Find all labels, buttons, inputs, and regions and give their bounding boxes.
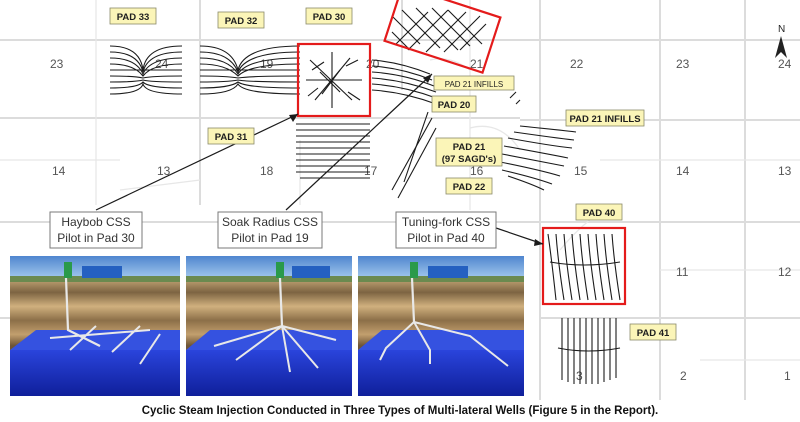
section-number: 23 — [676, 57, 690, 71]
well-pattern-pad-21-infills-right — [499, 125, 577, 191]
callout-line: Soak Radius CSS — [222, 215, 318, 229]
panel-soak-radius — [186, 256, 352, 396]
callout-line: Pilot in Pad 40 — [407, 231, 485, 245]
section-number: 24 — [155, 57, 169, 71]
section-number: 18 — [260, 164, 274, 178]
section-number: 13 — [778, 164, 792, 178]
figure-caption: Cyclic Steam Injection Conducted in Thre… — [142, 405, 659, 417]
section-number: 22 — [570, 57, 584, 71]
well-pattern-pad-32 — [199, 45, 301, 95]
section-number: 14 — [52, 164, 66, 178]
section-number: 23 — [50, 57, 64, 71]
well-pattern-pad-40 — [547, 233, 621, 301]
well-pattern-long-diagonals — [391, 111, 437, 199]
callout-line: Tuning-fork CSS — [402, 215, 490, 229]
well-pattern-pad-21-infills-top — [371, 59, 437, 105]
callout-line: Pilot in Pad 30 — [57, 231, 135, 245]
pad-label: PAD 22 — [453, 182, 486, 193]
section-number: 15 — [574, 164, 588, 178]
pad-label: PAD 41 — [637, 328, 670, 339]
section-number: 17 — [364, 164, 378, 178]
section-number: 24 — [778, 57, 792, 71]
pad-label: PAD 20 — [438, 100, 471, 111]
small-marks — [509, 91, 521, 105]
section-number: 1 — [784, 369, 791, 383]
well-pattern-pad-33 — [109, 45, 183, 95]
highlight-box-pad-19 — [383, 0, 502, 75]
pad-label-sub: (97 SAGD's) — [442, 154, 497, 165]
pad-label: PAD 21 — [453, 142, 486, 153]
section-number: 2 — [680, 369, 687, 383]
callout-haybob: Haybob CSS Pilot in Pad 30 — [49, 211, 143, 249]
well-pattern-pad-41 — [557, 318, 621, 384]
section-numbers: 23 24 19 20 21 22 23 24 14 13 18 17 16 1… — [50, 57, 792, 383]
pad-label: PAD 40 — [583, 208, 616, 219]
leader-lines — [95, 73, 544, 246]
panel-tuning-fork — [358, 256, 524, 396]
section-number: 14 — [676, 164, 690, 178]
highlight-box-pad-40 — [541, 226, 627, 306]
pad-label: PAD 33 — [117, 12, 150, 23]
well-pattern-pad-30 — [306, 52, 362, 108]
callout-line: Pilot in Pad 19 — [231, 231, 309, 245]
pad-label: PAD 21 INFILLS — [445, 80, 504, 89]
well-pattern-pad-31 — [296, 123, 370, 179]
north-arrow-icon — [775, 36, 787, 58]
well-pattern-pad-21-crosshatch — [391, 7, 487, 53]
callout-tuning-fork: Tuning-fork CSS Pilot in Pad 40 — [395, 211, 497, 249]
north-arrow: N — [775, 24, 787, 58]
callout-line: Haybob CSS — [61, 215, 130, 229]
pad-label: PAD 21 INFILLS — [569, 114, 640, 125]
section-number: 20 — [366, 57, 380, 71]
pad-label: PAD 30 — [313, 12, 346, 23]
pad-label: PAD 32 — [225, 16, 258, 27]
pad-label: PAD 31 — [215, 132, 248, 143]
section-number: 21 — [470, 57, 484, 71]
section-number: 12 — [778, 265, 792, 279]
section-number: 13 — [157, 164, 171, 178]
section-number: 16 — [470, 164, 484, 178]
highlight-box-pad-30 — [296, 42, 372, 118]
panel-haybob — [10, 256, 180, 396]
callout-soak-radius: Soak Radius CSS Pilot in Pad 19 — [217, 211, 323, 249]
pad-labels: PAD 33 PAD 32 PAD 30 PAD 21 INFILLS PAD … — [109, 7, 677, 341]
north-label: N — [778, 24, 785, 35]
section-number: 11 — [676, 265, 689, 279]
